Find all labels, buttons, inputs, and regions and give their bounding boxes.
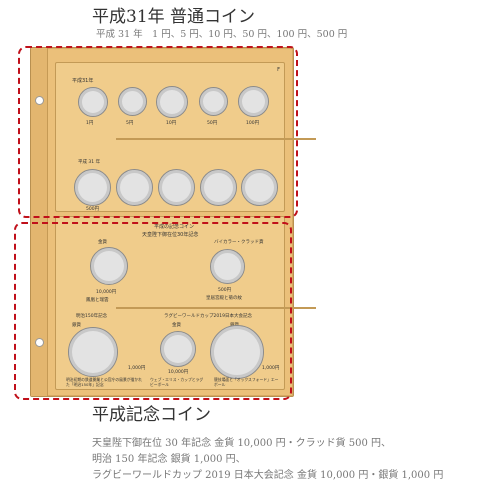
- coin-name: 鳳凰と瑞雲: [86, 298, 109, 303]
- gold-label: 金貨: [98, 240, 107, 245]
- corner-letter: F: [277, 67, 280, 73]
- year-label: 平成31年: [72, 78, 94, 84]
- coin-slot-5yen: [118, 87, 147, 116]
- coin-label: 1円: [86, 121, 94, 126]
- binder-hole: [35, 96, 44, 105]
- coin-slot: [158, 169, 195, 206]
- binder-hole: [35, 338, 44, 347]
- coin-value: 1,000円: [262, 366, 280, 371]
- meiji-silver-label: 銀貨: [72, 323, 81, 328]
- divider: [116, 307, 316, 309]
- coin-label: 50円: [207, 121, 218, 126]
- divider: [116, 138, 316, 140]
- coin-slot-50yen: [199, 87, 228, 116]
- rugby-silver-note: 競技場面と「オックスフォード」エーボール: [214, 377, 279, 387]
- coin-slot-1yen: [78, 87, 108, 117]
- coin-slot-500yen: [74, 169, 111, 206]
- coin-slot-bicolor: [210, 249, 245, 284]
- coin-slot-meiji: [68, 327, 118, 377]
- coin-name: 皇居宮殿と菊の紋: [206, 296, 242, 301]
- page-title: 平成31年 普通コイン: [92, 7, 256, 27]
- meiji-note: 明治初期の鉄道開業と公官庁の風景が描かれた「明治150年」記念: [66, 377, 142, 387]
- coin-label: 100円: [246, 121, 260, 126]
- coin-slot-10yen: [156, 86, 188, 118]
- commemorative-subtitle: 天皇陛下御在位30年記念: [142, 232, 199, 238]
- highlight-regular-coins: [18, 46, 298, 218]
- coin-slot-rugby-gold: [160, 331, 196, 367]
- description-line: ラグビーワールドカップ 2019 日本大会記念 金貨 10,000 円・銀貨 1…: [92, 470, 444, 481]
- coin-label: 5円: [126, 121, 134, 126]
- bicolor-label: バイカラー・クラッド貨: [214, 240, 264, 245]
- description-line: 明治 150 年記念 銀貨 1,000 円、: [92, 454, 246, 465]
- description-line: 天皇陛下御在位 30 年記念 金貨 10,000 円・クラッド貨 500 円、: [92, 438, 392, 449]
- regular-coin-panel: F 平成31年 1円 5円 10円 50円 100円 平成 31 年 500円: [55, 62, 316, 212]
- coin-slot: [200, 169, 237, 206]
- coin-slot-100yen: [238, 86, 269, 117]
- coin-value: 10,000円: [96, 290, 117, 295]
- meiji-title: 明治150年記念: [76, 314, 108, 319]
- coin-label: 10円: [166, 121, 177, 126]
- rugby-title: ラグビーワールドカップ2019日本大会記念: [164, 314, 252, 319]
- commemorative-coin-panel: 平成の記念コイン 天皇陛下御在位30年記念 金貨 バイカラー・クラッド貨 10,…: [55, 216, 316, 390]
- coin-slot-gold: [90, 247, 128, 285]
- section-title: 平成記念コイン: [92, 405, 211, 425]
- coin-label: 500円: [86, 207, 100, 212]
- commemorative-title: 平成の記念コイン: [154, 224, 195, 230]
- coin-value: 500円: [218, 288, 232, 293]
- highlight-commemorative-coins: [14, 222, 292, 400]
- coin-slot: [241, 169, 278, 206]
- coin-slot-rugby-silver: [210, 325, 264, 379]
- row-label: 平成 31 年: [78, 160, 101, 165]
- rugby-gold-note: ウェブ・エリス・カップとラグビーボール: [150, 377, 204, 387]
- coin-value: 10,000円: [168, 370, 189, 375]
- rugby-gold-label: 金貨: [172, 323, 181, 328]
- page-subtitle: 平成 31 年 1 円、5 円、10 円、50 円、100 円、500 円: [96, 29, 348, 40]
- coin-slot: [116, 169, 153, 206]
- coin-value: 1,000円: [128, 366, 146, 371]
